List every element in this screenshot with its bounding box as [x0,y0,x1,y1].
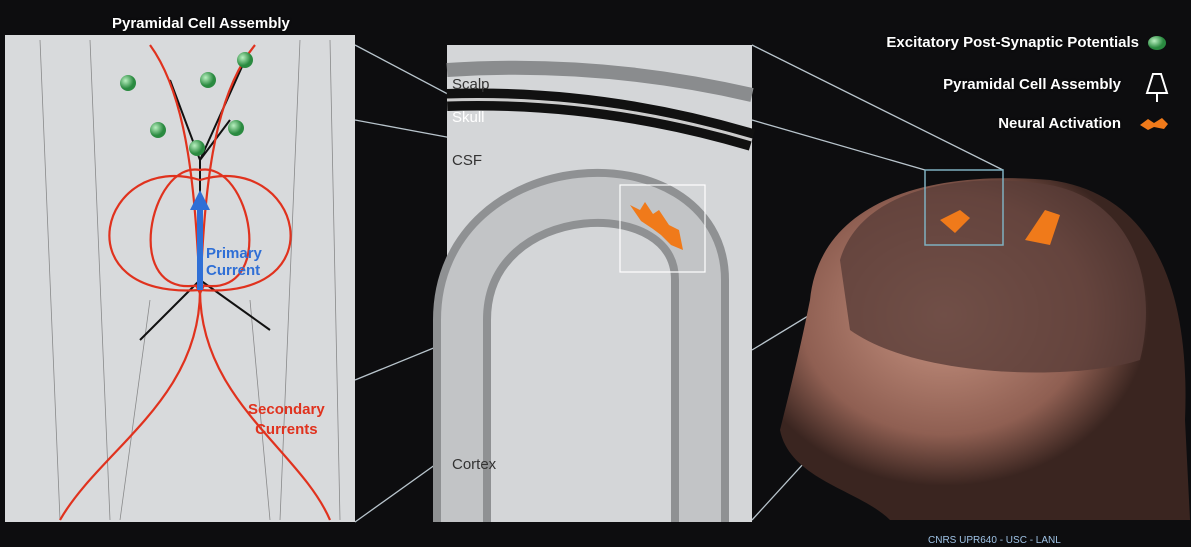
left-panel-title: Pyramidal Cell Assembly [112,15,290,32]
activation-flames [630,202,683,250]
head-layers-panel [433,45,756,522]
epsp-spheres [120,52,253,156]
green-sphere-icon [1148,36,1166,50]
layer-csf: CSF [452,152,482,169]
pyramidal-cell-icon [1145,73,1169,102]
legend-activation: Neural Activation [998,115,1121,132]
head-render [780,169,1190,520]
legend-epsp: Excitatory Post-Synaptic Potentials [886,34,1139,51]
layer-skull: Skull [452,109,485,126]
activation-flame-icon [1140,118,1168,130]
credit: CNRS UPR640 - USC - LANL [928,535,1061,546]
layer-cortex: Cortex [452,456,497,473]
layer-scalp: Scalp [452,76,490,93]
pyramidal-cell-panel [5,35,355,522]
legend-pyramidal: Pyramidal Cell Assembly [943,76,1121,93]
